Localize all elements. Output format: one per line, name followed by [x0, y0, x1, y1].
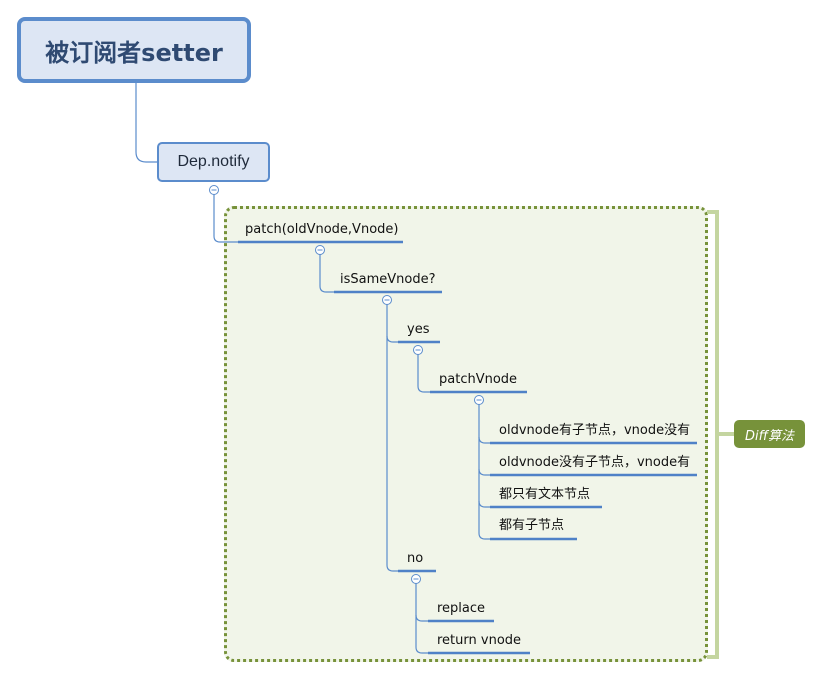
- node-replace[interactable]: replace: [437, 601, 486, 616]
- node-patch[interactable]: patch(oldVnode,Vnode): [245, 222, 399, 237]
- connector-main-patch: [213, 190, 238, 243]
- node-patch-vnode[interactable]: patchVnode: [439, 372, 518, 387]
- root-topic[interactable]: 被订阅者setter: [17, 17, 251, 83]
- node-case-old-has-children[interactable]: oldvnode有子节点，vnode没有: [499, 423, 691, 438]
- collapse-toggle-issame[interactable]: [382, 295, 392, 305]
- node-return-vnode[interactable]: return vnode: [437, 633, 522, 648]
- connector-patch-issame: [319, 250, 334, 293]
- boundary-callout[interactable]: Diff算法: [734, 420, 805, 448]
- connector-root-main: [135, 83, 157, 163]
- collapse-toggle-patchvnode[interactable]: [474, 395, 484, 405]
- node-case-both-children[interactable]: 都有子节点: [499, 518, 565, 533]
- node-yes[interactable]: yes: [407, 322, 430, 337]
- collapse-toggle-main[interactable]: [209, 185, 219, 195]
- collapse-toggle-no[interactable]: [411, 574, 421, 584]
- boundary-bracket: [707, 210, 734, 659]
- connector-no-replace: [415, 579, 428, 622]
- connector-issame-yes: [386, 300, 398, 343]
- main-topic-label: Dep.notify: [177, 153, 250, 170]
- node-case-both-text[interactable]: 都只有文本节点: [499, 487, 591, 502]
- connector-patchvnode-case4: [478, 501, 490, 540]
- connector-issame-no: [386, 336, 398, 572]
- collapse-toggle-patch[interactable]: [315, 245, 325, 255]
- connector-no-return: [415, 615, 428, 654]
- node-case-new-has-children[interactable]: oldvnode没有子节点，vnode有: [499, 455, 691, 470]
- node-no[interactable]: no: [407, 551, 424, 566]
- main-topic-dep-notify[interactable]: Dep.notify: [157, 142, 270, 182]
- diff-boundary: [224, 206, 708, 662]
- node-is-same-vnode[interactable]: isSameVnode?: [340, 272, 436, 287]
- connector-yes-patchvnode: [417, 350, 430, 393]
- boundary-callout-label: Diff算法: [744, 428, 794, 444]
- connector-patchvnode-case1: [478, 400, 490, 444]
- collapse-toggle-yes[interactable]: [413, 345, 423, 355]
- root-topic-label: 被订阅者setter: [45, 38, 223, 67]
